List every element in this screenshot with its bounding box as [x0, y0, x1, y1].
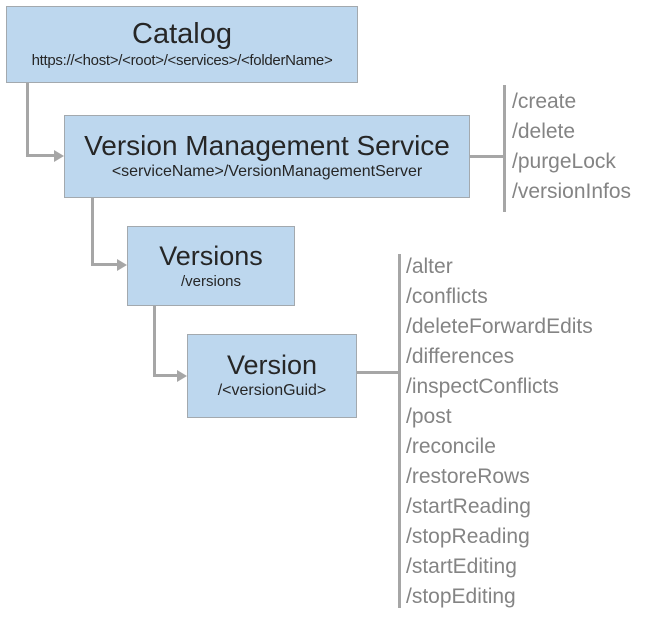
version-management-service-node: Version Management Service <serviceName>…	[64, 115, 470, 198]
version-operations-list: /alter /conflicts /deleteForwardEdits /d…	[406, 252, 593, 612]
operation-item: /reconcile	[406, 435, 496, 458]
version-title: Version	[226, 350, 318, 381]
operation-item: /post	[406, 405, 452, 428]
versions-url-pattern: /versions	[180, 272, 242, 290]
version-node: Version /<versionGuid>	[187, 334, 357, 418]
operation-item: /versionInfos	[512, 180, 632, 203]
connector-versions-to-version-horizontal	[153, 374, 178, 377]
connector-catalog-to-vms-vertical	[26, 83, 29, 156]
operation-item: /stopEditing	[406, 585, 516, 608]
operation-item: /inspectConflicts	[406, 375, 559, 398]
operation-item: /startReading	[406, 495, 531, 518]
connector-versions-to-version-vertical	[153, 306, 156, 377]
operation-item: /deleteForwardEdits	[406, 315, 593, 338]
operation-item: /differences	[406, 345, 515, 368]
operation-item: /conflicts	[406, 285, 488, 308]
vms-operations-list: /create /delete /purgeLock /versionInfos	[512, 87, 631, 207]
operation-item: /create	[512, 90, 577, 113]
connector-version-to-operations	[357, 371, 398, 374]
versions-title: Versions	[159, 240, 263, 271]
operation-item: /alter	[406, 255, 453, 278]
versions-node: Versions /versions	[127, 226, 295, 306]
arrow-right-icon	[54, 150, 64, 162]
vms-operations-bracket-line	[503, 85, 506, 212]
arrow-right-icon	[117, 259, 127, 271]
operation-item: /purgeLock	[512, 150, 616, 173]
operation-item: /delete	[512, 120, 576, 143]
connector-vms-to-versions-horizontal	[91, 263, 118, 266]
catalog-url-pattern: https://<host>/<root>/<services>/<folder…	[31, 52, 333, 70]
version-management-service-title: Version Management Service	[84, 130, 450, 161]
operation-item: /stopReading	[406, 525, 530, 548]
version-management-service-url-pattern: <serviceName>/VersionManagementServer	[111, 163, 423, 181]
operation-item: /startEditing	[406, 555, 517, 578]
arrow-right-icon	[177, 370, 187, 382]
connector-vms-to-operations	[470, 155, 504, 158]
catalog-title: Catalog	[132, 18, 232, 51]
operation-item: /restoreRows	[406, 465, 530, 488]
catalog-node: Catalog https://<host>/<root>/<services>…	[6, 6, 358, 83]
connector-catalog-to-vms-horizontal	[26, 154, 55, 157]
version-operations-bracket-line	[398, 254, 401, 608]
connector-vms-to-versions-vertical	[91, 198, 94, 266]
version-url-pattern: /<versionGuid>	[217, 382, 327, 400]
